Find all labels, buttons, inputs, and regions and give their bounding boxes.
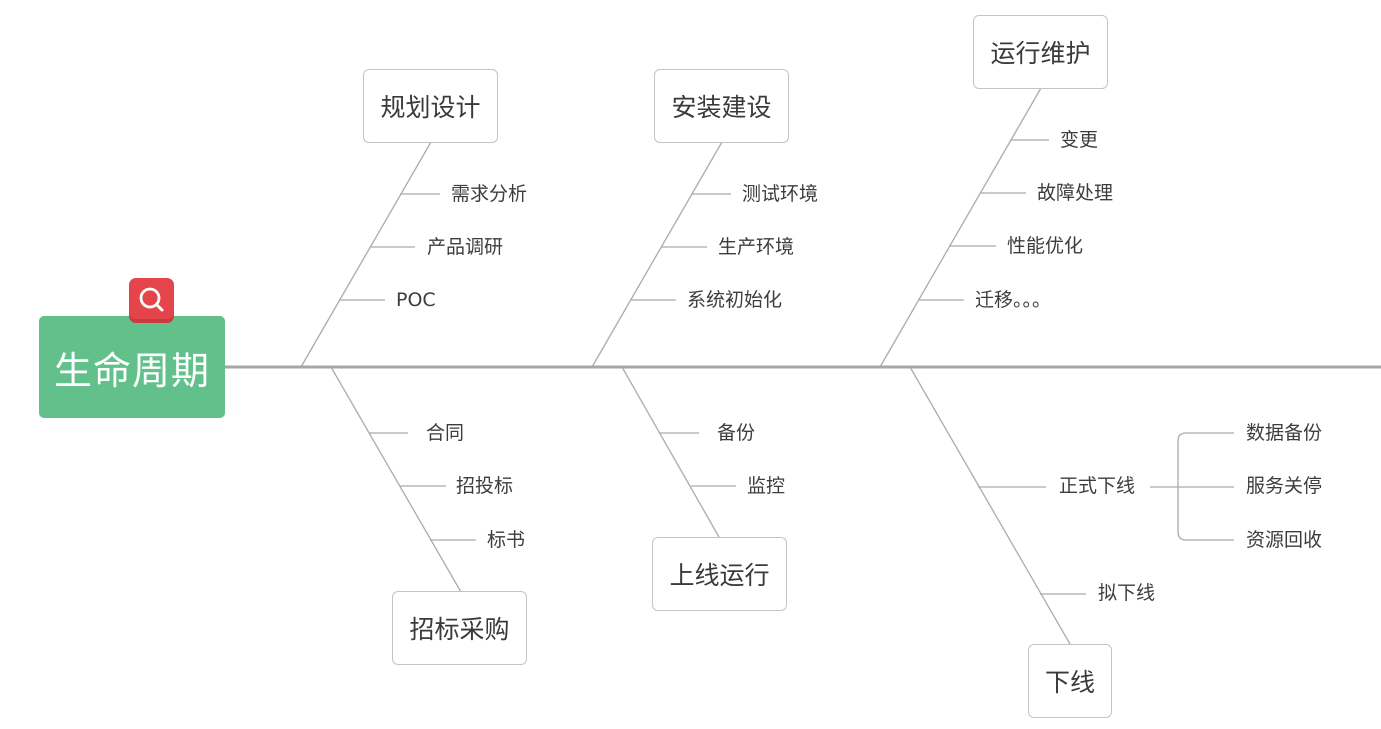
cause-label[interactable]: 需求分析	[451, 183, 528, 205]
cause-label[interactable]: 合同	[426, 422, 465, 444]
cause-label[interactable]: 标书	[487, 529, 526, 551]
cause-label[interactable]: 故障处理	[1037, 182, 1114, 204]
bone-planning	[300, 141, 432, 368]
cause-label[interactable]: 测试环境	[742, 183, 819, 205]
cause-label[interactable]: 备份	[717, 422, 756, 444]
bone-install	[591, 141, 723, 368]
category-operation[interactable]: 运行维护	[973, 15, 1108, 89]
sub-cause-label[interactable]: 数据备份	[1246, 422, 1323, 444]
cause-label[interactable]: 监控	[747, 475, 786, 497]
cause-label[interactable]: 正式下线	[1059, 475, 1136, 497]
bone-operation	[879, 87, 1042, 368]
category-install[interactable]: 安装建设	[654, 69, 789, 143]
cause-label[interactable]: 系统初始化	[687, 289, 783, 311]
bone-offline	[909, 366, 1071, 645]
category-golive[interactable]: 上线运行	[652, 537, 787, 611]
sub-cause-label[interactable]: 资源回收	[1246, 529, 1323, 551]
cause-label[interactable]: 生产环境	[718, 236, 795, 258]
category-planning[interactable]: 规划设计	[363, 69, 498, 143]
bone-bidding	[330, 366, 462, 593]
cause-label[interactable]: 变更	[1060, 129, 1099, 151]
cause-label[interactable]: 性能优化	[1007, 235, 1084, 257]
cause-label[interactable]: 迁移。。。	[975, 289, 1052, 311]
cause-label[interactable]: POC	[396, 289, 436, 311]
cause-label[interactable]: 产品调研	[427, 236, 504, 258]
cause-label[interactable]: 招投标	[456, 475, 514, 497]
category-bidding[interactable]: 招标采购	[392, 591, 527, 665]
sub-cause-label[interactable]: 服务关停	[1246, 475, 1323, 497]
cause-label[interactable]: 拟下线	[1098, 582, 1156, 604]
fishbone-head[interactable]: 生命周期	[39, 316, 225, 418]
bone-golive	[621, 366, 720, 538]
search-icon[interactable]	[129, 278, 174, 323]
category-offline[interactable]: 下线	[1028, 644, 1112, 718]
